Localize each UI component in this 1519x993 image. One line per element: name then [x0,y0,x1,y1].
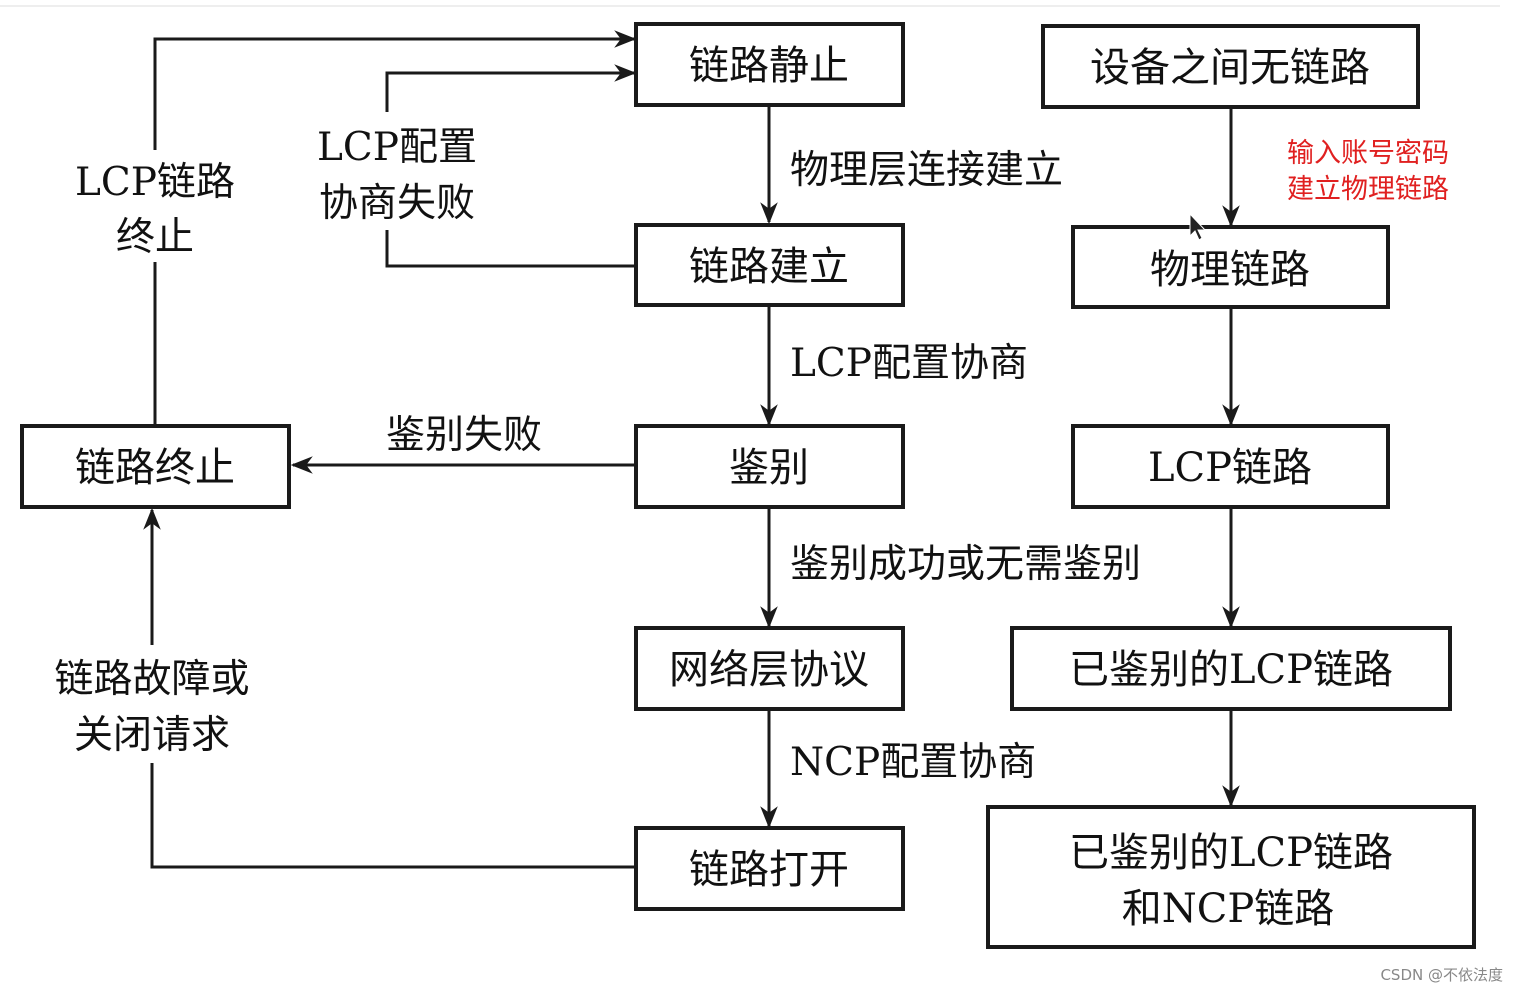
label-fault-close-2: 关闭请求 [74,713,230,758]
label-mask-lcp-fail [300,112,495,230]
node-network-protocol-label: 网络层协议 [669,647,869,693]
label-mask-fault-close [30,645,275,763]
label-lcp-terminate-2: 终止 [116,215,194,260]
node-link-terminate-label: 链路终止 [75,445,235,491]
label-auth-ok: 鉴别成功或无需鉴别 [790,542,1141,587]
node-link-establish: 链路建立 [634,223,905,307]
label-ncp-negotiate: NCP配置协商 [790,740,1036,785]
node-auth-lcp-link-label: 已鉴别的LCP链路 [1069,647,1393,693]
node-lcp-link-label: LCP链路 [1148,445,1312,491]
node-link-dead-label: 链路静止 [689,43,849,89]
label-lcp-negotiate: LCP配置协商 [790,341,1028,386]
watermark: CSDN @不依法度 [1380,966,1503,984]
node-authenticate: 鉴别 [634,424,905,509]
node-no-link: 设备之间无链路 [1041,24,1420,109]
label-lcp-fail-1: LCP配置 [317,125,477,170]
edge-open-to-terminate [143,507,636,869]
node-auth-lcp-ncp-label-1: 已鉴别的LCP链路 [1069,830,1393,876]
node-physical-link-label: 物理链路 [1150,247,1310,293]
mouse-cursor-icon [1189,212,1207,241]
node-auth-lcp-ncp-label-2: 和NCP链路 [1122,886,1335,932]
edge-terminate-to-dead [153,30,637,424]
node-link-open: 链路打开 [634,826,905,911]
node-lcp-link: LCP链路 [1071,424,1390,509]
annotation-line-2: 建立物理链路 [1287,174,1449,205]
label-lcp-terminate-1: LCP链路 [75,160,235,205]
label-fault-close-1: 链路故障或 [54,657,249,702]
annotation-line-1: 输入账号密码 [1287,138,1449,169]
node-auth-lcp-link: 已鉴别的LCP链路 [1010,626,1452,711]
node-no-link-label: 设备之间无链路 [1090,45,1370,91]
node-link-dead: 链路静止 [634,22,905,107]
node-link-terminate: 链路终止 [20,424,291,509]
node-link-establish-label: 链路建立 [689,244,849,290]
node-link-open-label: 链路打开 [689,847,849,893]
node-authenticate-label: 鉴别 [729,445,809,491]
node-auth-lcp-ncp-link: 已鉴别的LCP链路 和NCP链路 [986,805,1476,949]
label-physical-up: 物理层连接建立 [790,148,1063,193]
node-physical-link: 物理链路 [1071,225,1390,309]
label-mask-lcp-terminate [60,150,250,262]
label-lcp-fail-2: 协商失败 [319,181,475,226]
node-network-protocol: 网络层协议 [634,626,905,711]
label-auth-fail: 鉴别失败 [386,413,542,458]
